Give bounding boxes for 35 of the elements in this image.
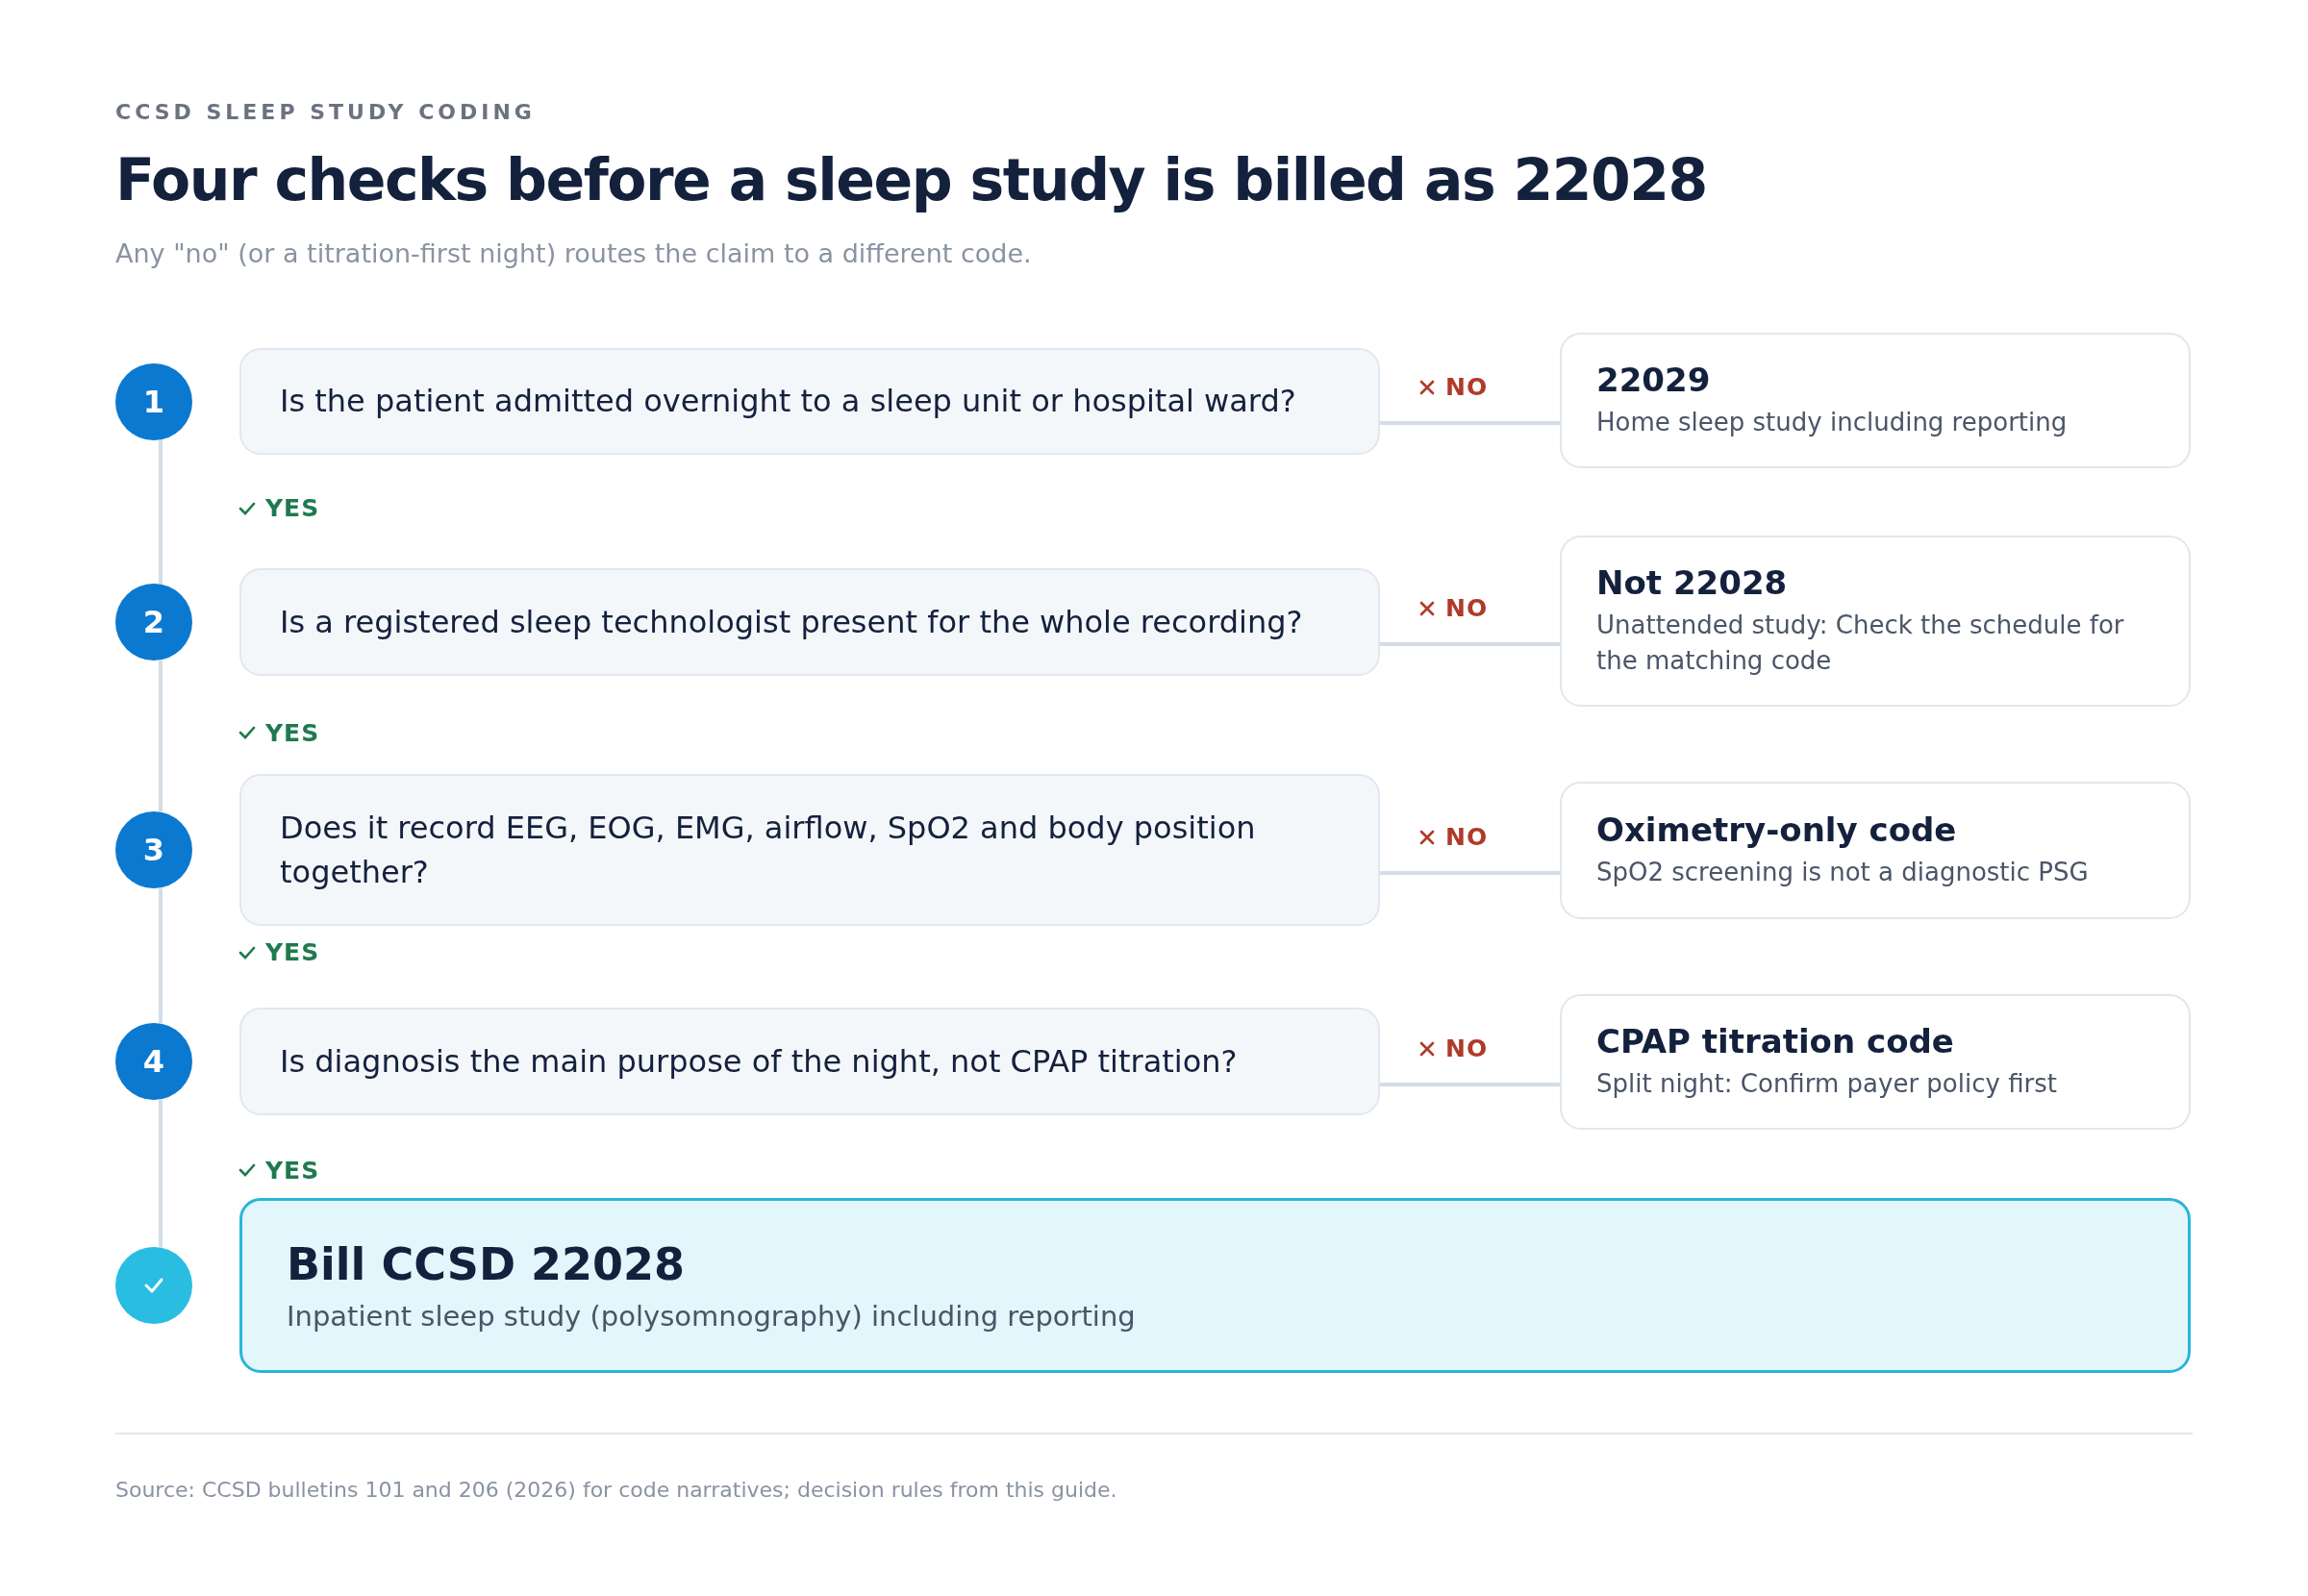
- outcome-heading: CPAP titration code: [1596, 1022, 1955, 1061]
- outcome-heading: Oximetry-only code: [1596, 810, 1958, 850]
- outcome-heading: Bill CCSD 22028: [287, 1238, 687, 1290]
- connector-line: [1380, 1083, 1560, 1086]
- connector-line: [1380, 642, 1560, 646]
- outcome-card: [1560, 333, 2191, 468]
- question-box: Is diagnosis the main purpose of the night, not CPAP titration?: [239, 1008, 1380, 1115]
- connector-line: [159, 661, 163, 811]
- step-number-circle: 1: [115, 362, 192, 440]
- outcome-card: [1560, 994, 2191, 1130]
- outcome-card: [1560, 782, 2191, 919]
- source-note: Source: CCSD bulletins 101 and 206 (2026) for code narratives; decision rules from this guide.: [115, 1478, 1117, 1502]
- connector-line: [1380, 421, 1560, 425]
- connector-line: [1380, 871, 1560, 875]
- outcome-description: Home sleep study including reporting: [1596, 407, 2069, 439]
- connector-line: [159, 439, 163, 584]
- outcome-description: Unattended study: Check the schedule for the matching code: [1596, 610, 2125, 677]
- step-number-circle: 4: [115, 1023, 192, 1100]
- outcome-description: SpO2 screening is not a diagnostic PSG: [1596, 857, 2090, 889]
- outcome-description: Split night: Confirm payer policy first: [1596, 1068, 2058, 1101]
- question-box: Is a registered sleep technologist present for the whole recording?: [239, 568, 1380, 676]
- step-number-circle: 3: [115, 811, 192, 888]
- outcome-card: [1560, 536, 2191, 707]
- step-number-circle: 2: [115, 584, 192, 661]
- connector-line: [159, 888, 163, 1023]
- result-card: [239, 1198, 2191, 1373]
- subtitle-text: Any "no" (or a titration-first night) routes the claim to a different code.: [115, 238, 1032, 268]
- question-box: Does it record EEG, EOG, EMG, airflow, SpO2 and body position together?: [239, 774, 1380, 926]
- question-box: Is the patient admitted overnight to a sleep unit or hospital ward?: [239, 348, 1380, 455]
- connector-line: [159, 1100, 163, 1247]
- diagram-title: Four checks before a sleep study is billed as 22028: [115, 146, 1707, 213]
- kicker-text: CCSD SLEEP STUDY CODING: [115, 100, 536, 124]
- outcome-heading: Not 22028: [1596, 563, 1789, 603]
- outcome-description: Inpatient sleep study (polysomnography) including reporting: [287, 1300, 1137, 1333]
- outcome-heading: 22029: [1596, 361, 1712, 400]
